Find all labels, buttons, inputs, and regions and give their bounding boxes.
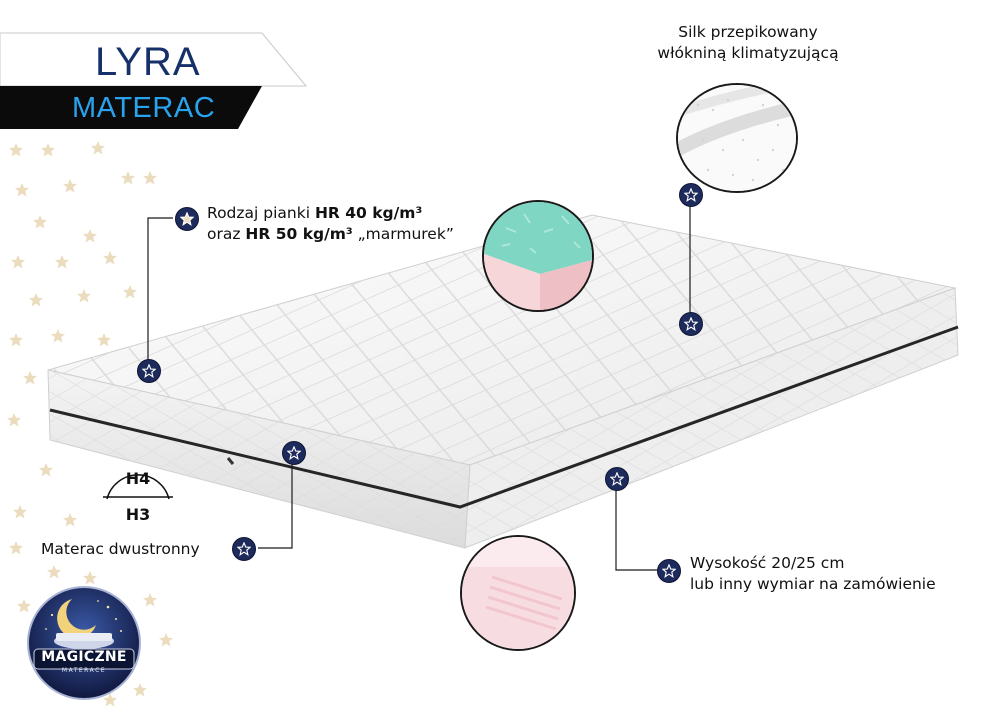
silk-callout: Silk przepikowany włókniną klimatyzującą [628, 22, 868, 64]
height-callout-line1: Wysokość 20/25 cm [690, 554, 845, 572]
title-banner [0, 32, 308, 129]
star-dot-icon [137, 359, 161, 383]
foam-layers-magnifier [482, 200, 594, 312]
foam-callout-line2: oraz HR 50 kg/m³ „marmurek” [207, 224, 507, 245]
silk-callout-line1: Silk przepikowany [678, 23, 818, 41]
hardness-badge: H4 H3 [99, 465, 177, 529]
two-sided-callout: Materac dwustronny [41, 540, 200, 558]
logo-name: MAGICZNE [41, 649, 127, 665]
star-dot-icon [175, 207, 199, 231]
foam-callout-line1: Rodzaj pianki HR 40 kg/m³ [207, 203, 507, 224]
star-dot-icon [282, 441, 306, 465]
page-title: LYRA [95, 40, 201, 84]
foam-line1-prefix: Rodzaj pianki [207, 204, 315, 222]
foam-callout: Rodzaj pianki HR 40 kg/m³ oraz HR 50 kg/… [207, 203, 507, 245]
height-callout-line2: lub inny wymiar na zamówienie [690, 575, 936, 593]
page-subtitle: MATERAC [72, 92, 216, 124]
hardness-bottom: H3 [125, 505, 151, 524]
star-dot-icon [232, 537, 256, 561]
height-callout: Wysokość 20/25 cm lub inny wymiar na zam… [690, 553, 990, 595]
star-dot-icon [679, 183, 703, 207]
star-dot-icon [679, 312, 703, 336]
foam-line2-prefix: oraz [207, 225, 246, 243]
foam-line2-density: HR 50 kg/m³ [245, 225, 353, 243]
silk-callout-line2: włókniną klimatyzującą [657, 44, 839, 62]
foam-line1-density: HR 40 kg/m³ [314, 204, 423, 222]
logo-sub: MATERACE [61, 667, 107, 674]
magiczne-materace-logo: MAGICZNE MATERACE [26, 585, 142, 701]
star-dot-icon [605, 467, 629, 491]
foam-cut-magnifier [460, 535, 576, 651]
foam-line2-suffix: „marmurek” [352, 225, 454, 243]
hardness-top: H4 [125, 469, 151, 488]
star-dot-icon [657, 559, 681, 583]
